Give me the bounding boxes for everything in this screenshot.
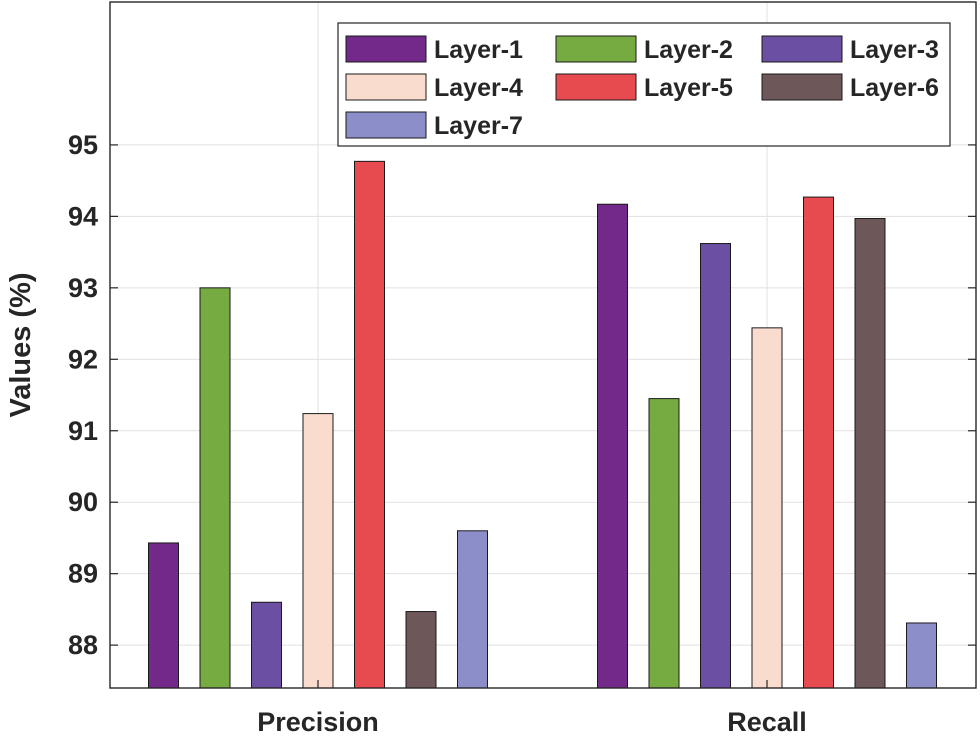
legend-swatch-layer-7	[345, 111, 427, 139]
y-axis-label: Values (%)	[5, 272, 37, 417]
bar-layer-3-recall	[700, 243, 731, 689]
bar-layer-1-recall	[597, 203, 628, 689]
y-tick-label: 95	[68, 130, 98, 160]
bar-layer-5-recall	[803, 196, 834, 689]
y-tick-label: 94	[68, 201, 98, 231]
legend-swatch-layer-5	[555, 73, 637, 101]
legend-swatch-layer-4	[345, 73, 427, 101]
legend-label-layer-5: Layer-5	[644, 74, 733, 102]
bar-layer-4-recall	[751, 327, 783, 689]
legend-label-layer-3: Layer-3	[850, 36, 939, 64]
bar-layer-7-precision	[457, 530, 488, 689]
y-tick-label: 90	[68, 487, 98, 517]
bar-layer-6-precision	[405, 611, 437, 689]
y-tick-label: 92	[68, 344, 98, 374]
bar-layer-6-recall	[854, 218, 886, 689]
y-tick-label: 93	[68, 273, 98, 303]
bar-layer-2-recall	[648, 398, 680, 689]
bar-layer-1-precision	[148, 542, 179, 689]
bars-group	[148, 160, 937, 689]
legend-box	[337, 22, 951, 147]
legend-swatch-layer-1	[345, 35, 427, 63]
y-tick-label: 88	[68, 630, 98, 660]
legend-label-layer-1: Layer-1	[434, 36, 523, 64]
bar-layer-2-precision	[199, 287, 231, 689]
x-tick-label-recall: Recall	[727, 707, 807, 737]
legend-swatch-layer-3	[761, 35, 843, 63]
legend-label-layer-2: Layer-2	[644, 36, 733, 64]
y-tick-label: 89	[68, 559, 98, 589]
legend-label-layer-6: Layer-6	[850, 74, 939, 102]
legend-label-layer-7: Layer-7	[434, 112, 523, 140]
plot-frame	[109, 1, 977, 689]
legend-swatch-layer-2	[555, 35, 637, 63]
bar-layer-5-precision	[354, 160, 385, 689]
bar-layer-7-recall	[906, 622, 937, 689]
bar-layer-3-precision	[251, 601, 282, 689]
x-tick-label-precision: Precision	[257, 707, 379, 737]
legend-swatch-layer-6	[761, 73, 843, 101]
y-tick-label: 91	[68, 416, 98, 446]
bar-layer-4-precision	[302, 413, 334, 689]
legend-label-layer-4: Layer-4	[434, 74, 523, 102]
